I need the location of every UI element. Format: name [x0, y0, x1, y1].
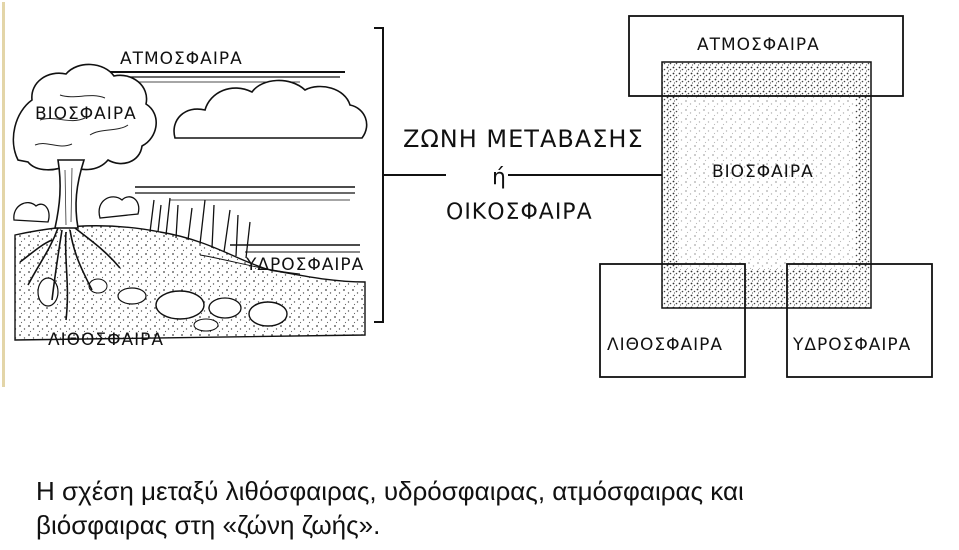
spheres-diagram: ΑΤΜΟΣΦΑΙΡΑ ΒΙΟΣΦΑΙΡΑ ΥΔΡΟΣΦΑΙΡΑ ΛΙΘΟΣΦΑΙ…	[0, 0, 959, 440]
left-atmosphere-label: ΑΤΜΟΣΦΑΙΡΑ	[120, 49, 243, 69]
or-label: ή	[492, 165, 507, 190]
figure-caption: Η σχέση μεταξύ λιθόσφαιρας, υδρόσφαιρας,…	[36, 474, 936, 542]
zone-bracket: ΖΩΝΗ ΜΕΤΑΒΑΣΗΣ ή ΟΙΚΟΣΦΑΙΡΑ	[374, 28, 662, 322]
caption-line-1: Η σχέση μεταξύ λιθόσφαιρας, υδρόσφαιρας,…	[36, 474, 936, 508]
left-biosphere-label: ΒΙΟΣΦΑΙΡΑ	[35, 104, 137, 124]
left-hydrosphere-label: ΥΔΡΟΣΦΑΙΡΑ	[245, 255, 364, 275]
ecosphere-label: ΟΙΚΟΣΦΑΙΡΑ	[446, 200, 593, 225]
zone-label: ΖΩΝΗ ΜΕΤΑΒΑΣΗΣ	[403, 125, 644, 153]
caption-line-2: βιόσφαιρας στη «ζώνη ζωής».	[36, 508, 936, 542]
left-lithosphere-label: ΛΙΘΟΣΦΑΙΡΑ	[48, 330, 164, 350]
left-scene: ΑΤΜΟΣΦΑΙΡΑ ΒΙΟΣΦΑΙΡΑ ΥΔΡΟΣΦΑΙΡΑ ΛΙΘΟΣΦΑΙ…	[13, 49, 366, 350]
right-lithosphere-label: ΛΙΘΟΣΦΑΙΡΑ	[607, 335, 723, 355]
cloud-shape	[174, 80, 367, 138]
right-biosphere-label: ΒΙΟΣΦΑΙΡΑ	[712, 162, 814, 182]
right-hydrosphere-label: ΥΔΡΟΣΦΑΙΡΑ	[792, 335, 911, 355]
right-atmosphere-label: ΑΤΜΟΣΦΑΙΡΑ	[697, 35, 820, 55]
right-diagram: ΑΤΜΟΣΦΑΙΡΑ ΒΙΟΣΦΑΙΡΑ ΛΙΘΟΣΦΑΙΡΑ ΥΔΡΟΣΦΑΙ…	[600, 16, 932, 377]
